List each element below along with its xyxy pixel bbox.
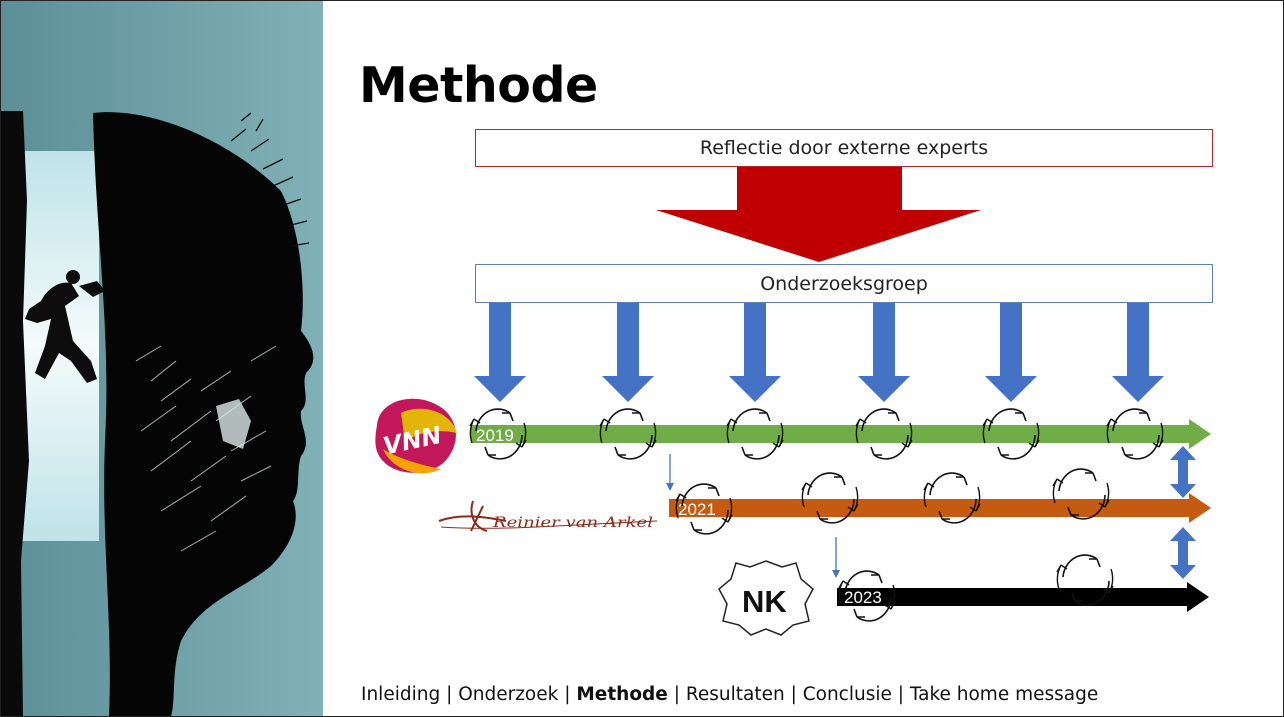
timeline-2021-arrow	[669, 493, 1211, 523]
nk-logo: NK	[718, 560, 814, 636]
timeline-2023-arrow	[837, 582, 1209, 612]
research-group-label: Onderzoeksgroep	[760, 272, 928, 295]
year-label-2019: 2019	[476, 426, 514, 445]
svg-text:NK: NK	[742, 584, 787, 619]
nav-item-resultaten[interactable]: Resultaten	[685, 684, 785, 705]
external-experts-box: Reflectie door externe experts	[475, 129, 1213, 167]
timeline-2019-arrow	[471, 419, 1211, 449]
svg-text:Reinier van Arkel: Reinier van Arkel	[492, 515, 653, 531]
transition-arrows	[666, 454, 840, 578]
external-experts-label: Reflectie door externe experts	[699, 137, 989, 159]
nav-item-take-home-message[interactable]: Take home message	[909, 684, 1099, 705]
climber-face-illustration	[1, 1, 323, 716]
reflection-arrow	[656, 167, 981, 262]
nav-separator: |	[784, 684, 803, 705]
nav-separator: |	[558, 684, 577, 705]
nav-separator: |	[891, 684, 910, 705]
nav-separator: |	[667, 684, 686, 705]
nav-item-onderzoek[interactable]: Onderzoek	[458, 684, 559, 705]
nav-separator: |	[440, 684, 459, 705]
nav-item-inleiding[interactable]: Inleiding	[361, 684, 441, 705]
slide-title: Methode	[359, 57, 598, 114]
research-group-box: Onderzoeksgroep	[475, 264, 1213, 303]
vnn-logo: VNN	[375, 398, 457, 474]
year-label-2023: 2023	[844, 588, 882, 607]
reinier-van-arkel-logo: Reinier van Arkel	[438, 500, 658, 532]
year-label-2021: 2021	[678, 500, 716, 519]
nav-item-methode[interactable]: Methode	[576, 684, 668, 705]
nav-item-conclusie[interactable]: Conclusie	[802, 684, 892, 705]
research-input-arrows	[474, 303, 1164, 402]
